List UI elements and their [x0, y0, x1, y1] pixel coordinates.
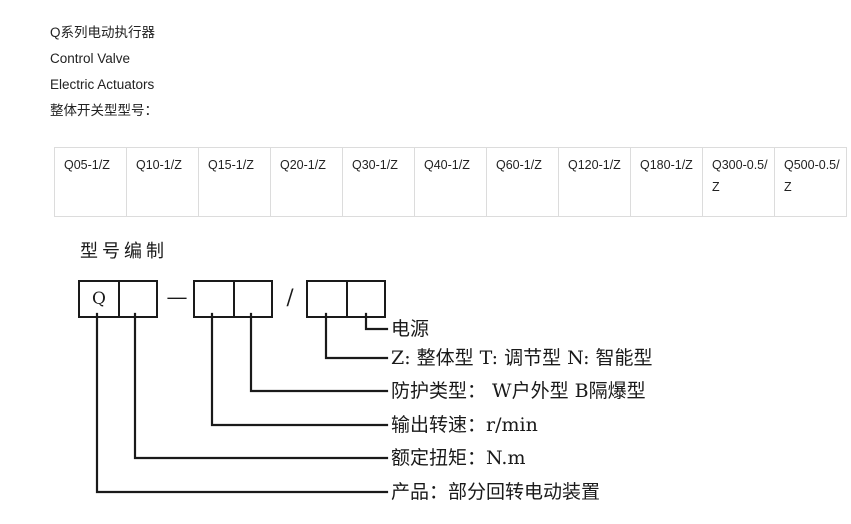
diagram-title: 型号编制 — [80, 241, 168, 262]
header-line-model-label: 整体开关型型号： — [50, 103, 158, 118]
model-cell-q40: Q40-1/Z — [414, 147, 487, 217]
model-cell-q10: Q10-1/Z — [126, 147, 199, 217]
code-box-power — [346, 282, 384, 316]
label-rated-torque: 额定扭矩：N.m — [391, 447, 526, 469]
label-power-supply: 电源 — [391, 318, 430, 340]
code-box-group-speed — [193, 280, 273, 318]
table-row: Q05-1/Z Q10-1/Z Q15-1/Z Q20-1/Z Q30-1/Z … — [54, 147, 847, 217]
label-structure-type: Z: 整体型 T: 调节型 N: 智能型 — [391, 347, 653, 369]
model-cell-q30: Q30-1/Z — [342, 147, 415, 217]
code-box-group-product: Q — [78, 280, 158, 318]
header-line-product-cn: Q系列电动执行器 — [50, 25, 156, 40]
model-code-table: Q05-1/Z Q10-1/Z Q15-1/Z Q20-1/Z Q30-1/Z … — [54, 147, 847, 217]
model-cell-q15: Q15-1/Z — [198, 147, 271, 217]
separator-slash: / — [286, 285, 294, 309]
code-box-type — [308, 282, 346, 316]
model-cell-q120: Q120-1/Z — [558, 147, 631, 217]
code-box-protection — [233, 282, 271, 316]
label-output-speed: 输出转速：r/min — [391, 414, 538, 436]
header-line-electric-actuators: Electric Actuators — [50, 77, 155, 92]
model-cell-q180: Q180-1/Z — [630, 147, 703, 217]
model-cell-q500: Q500-0.5/Z — [774, 147, 847, 217]
model-cell-q20: Q20-1/Z — [270, 147, 343, 217]
label-product-name: 产品：部分回转电动装置 — [391, 481, 601, 503]
code-box-speed — [195, 282, 233, 316]
code-box-q: Q — [92, 289, 106, 309]
label-protection-type: 防护类型： W户外型 B隔爆型 — [391, 380, 646, 402]
model-cell-q300: Q300-0.5/Z — [702, 147, 775, 217]
code-box-torque — [118, 282, 156, 316]
header-block: Q系列电动执行器 Control Valve Electric Actuator… — [50, 20, 650, 124]
model-cell-q60: Q60-1/Z — [486, 147, 559, 217]
header-line-control-valve: Control Valve — [50, 51, 131, 66]
code-box-group-type — [306, 280, 386, 318]
model-cell-q05: Q05-1/Z — [54, 147, 127, 217]
separator-dash: — — [166, 285, 188, 309]
